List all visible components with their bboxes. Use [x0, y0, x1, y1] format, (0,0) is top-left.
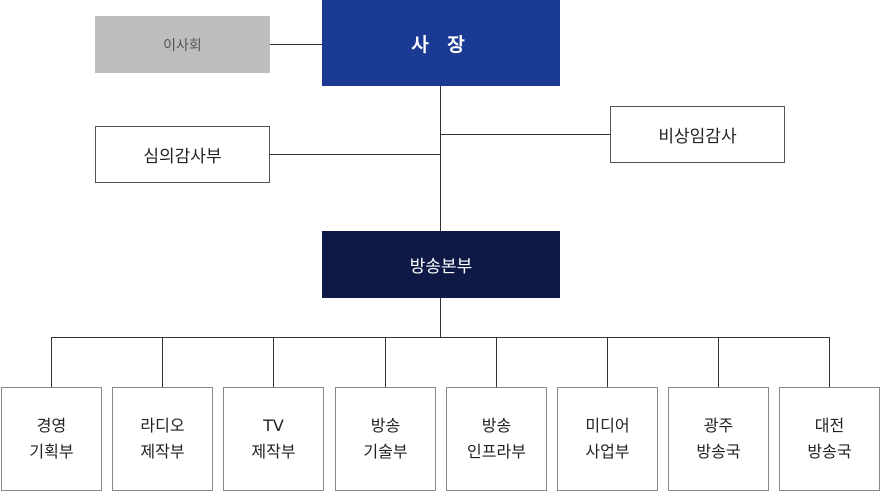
connector-dept-7 [718, 337, 719, 387]
dept-node-5: 방송 인프라부 [446, 387, 547, 491]
connector-hq-down [440, 298, 441, 338]
board-label: 이사회 [163, 37, 202, 54]
dept-label-line2: 방송국 [696, 442, 741, 461]
auditor-label: 비상임감사 [658, 127, 737, 147]
connector-dept-5 [496, 337, 497, 387]
dept-label-line1: 방송 [370, 416, 401, 435]
connector-dept-bus [51, 337, 830, 338]
audit-dept-node: 심의감사부 [95, 126, 270, 183]
connector-audit-dept [270, 154, 440, 155]
connector-auditor [440, 134, 610, 135]
dept-node-1: 경영 기획부 [1, 387, 102, 491]
connector-dept-3 [273, 337, 274, 387]
dept-label-line1: 방송 [481, 416, 512, 435]
connector-dept-4 [385, 337, 386, 387]
broadcast-hq-node: 방송본부 [322, 231, 560, 298]
dept-label-line2: 제작부 [251, 442, 296, 461]
audit-dept-label: 심의감사부 [143, 147, 222, 167]
dept-node-4: 방송 기술부 [335, 387, 436, 491]
dept-label-line1: 라디오 [140, 416, 185, 435]
dept-label-line2: 방송국 [807, 442, 852, 461]
connector-dept-6 [607, 337, 608, 387]
connector-main-trunk [440, 86, 441, 231]
dept-label-line2: 인프라부 [467, 442, 526, 461]
president-node: 사 장 [322, 0, 560, 86]
connector-dept-2 [162, 337, 163, 387]
dept-node-8: 대전 방송국 [779, 387, 880, 491]
dept-label-line1: 경영 [36, 416, 67, 435]
board-node: 이사회 [95, 16, 270, 73]
dept-label-line1: 광주 [703, 416, 734, 435]
connector-board [270, 44, 322, 45]
dept-label-line1: TV [263, 416, 284, 435]
dept-label-line2: 제작부 [140, 442, 185, 461]
dept-label-line1: 대전 [814, 416, 845, 435]
dept-label-line2: 기획부 [29, 442, 74, 461]
connector-dept-1 [51, 337, 52, 387]
dept-node-3: TV 제작부 [223, 387, 324, 491]
president-label: 사 장 [411, 33, 471, 56]
dept-node-2: 라디오 제작부 [112, 387, 213, 491]
dept-label-line1: 미디어 [585, 416, 630, 435]
dept-node-7: 광주 방송국 [668, 387, 769, 491]
dept-label-line2: 기술부 [363, 442, 408, 461]
auditor-node: 비상임감사 [610, 106, 785, 163]
dept-label-line2: 사업부 [585, 442, 630, 461]
broadcast-hq-label: 방송본부 [409, 257, 473, 277]
connector-dept-8 [829, 337, 830, 387]
dept-node-6: 미디어 사업부 [557, 387, 658, 491]
